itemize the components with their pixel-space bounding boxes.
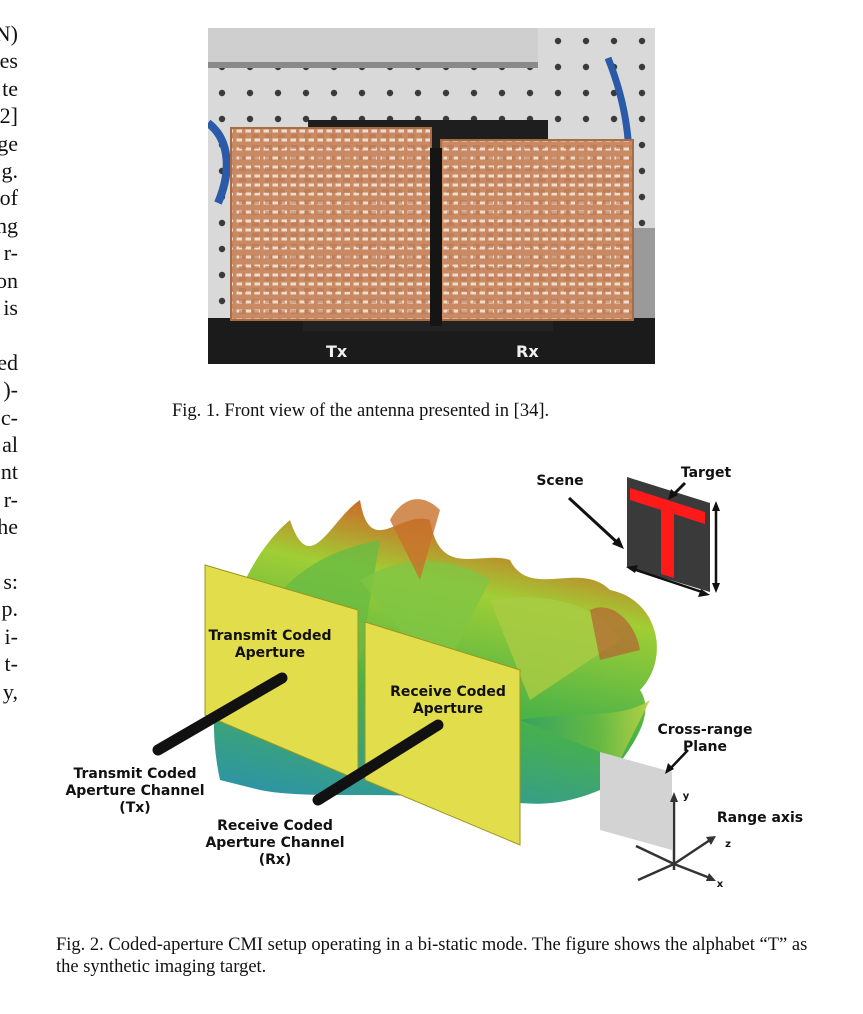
antenna-photo: Tx Rx <box>208 28 655 364</box>
axis-y-label: y <box>682 791 690 802</box>
left-column-fragment: r- <box>3 486 18 512</box>
transmit-aperture-label: Transmit Coded Aperture <box>208 628 332 661</box>
left-column-fragment: s: <box>3 569 18 594</box>
left-column-fragment: te <box>2 75 18 101</box>
axes <box>635 792 716 882</box>
axis-x-label: x <box>716 879 724 890</box>
cross-range-label: Cross-range Plane <box>657 722 753 755</box>
target-letter-t <box>630 488 705 578</box>
range-axis-label: Range axis <box>716 810 804 826</box>
left-column-fragment: p. <box>1 596 19 622</box>
scene-plate <box>627 477 710 592</box>
receive-aperture-label: Receive Coded Aperture <box>390 684 506 717</box>
left-column-fragment: nt <box>0 459 18 485</box>
left-column-fragment: g. <box>1 158 19 183</box>
axis-z-label: z <box>725 839 731 850</box>
left-column-fragment: on <box>0 267 18 293</box>
figure1-caption: Fig. 1. Front view of the antenna presen… <box>172 401 550 421</box>
left-column-fragment: r- <box>3 240 18 266</box>
tx-label: Tx <box>326 342 348 361</box>
left-column-fragment: he <box>0 514 18 540</box>
left-column-fragment: ed <box>0 349 18 375</box>
left-column-fragment: N) <box>0 21 18 46</box>
left-column-fragment: 2] <box>0 103 18 129</box>
receive-channel-label: Receive Coded Aperture Channel (Rx) <box>205 818 345 868</box>
left-column-fragment: of <box>0 185 18 211</box>
figure2-caption: Fig. 2. Coded-aperture CMI setup operati… <box>56 935 808 977</box>
left-column-fragment: y, <box>2 678 18 704</box>
cross-range-plane <box>600 752 672 850</box>
cmi-setup-diagram: Scene Target Transmit Coded Aperture Rec… <box>60 460 820 910</box>
left-column-fragment: ng <box>0 212 18 238</box>
left-column-fragment: i- <box>4 623 18 649</box>
scene-label: Scene <box>536 473 584 489</box>
left-column-fragment: t- <box>4 651 18 677</box>
tx-channel-line <box>152 672 288 756</box>
receive-aperture-panel <box>364 621 521 846</box>
left-column-fragment: is <box>3 295 18 320</box>
left-column-fragment: )- <box>3 377 18 403</box>
rx-label: Rx <box>516 342 539 361</box>
left-column-fragment: al <box>2 432 18 457</box>
transmit-channel-label: Transmit Coded Aperture Channel (Tx) <box>65 766 205 816</box>
rx-channel-line <box>312 719 444 806</box>
target-label: Target <box>680 465 732 481</box>
left-column-fragment: es <box>0 48 18 74</box>
left-column-fragment: c- <box>0 404 18 430</box>
left-column-fragment: ge <box>0 130 18 156</box>
